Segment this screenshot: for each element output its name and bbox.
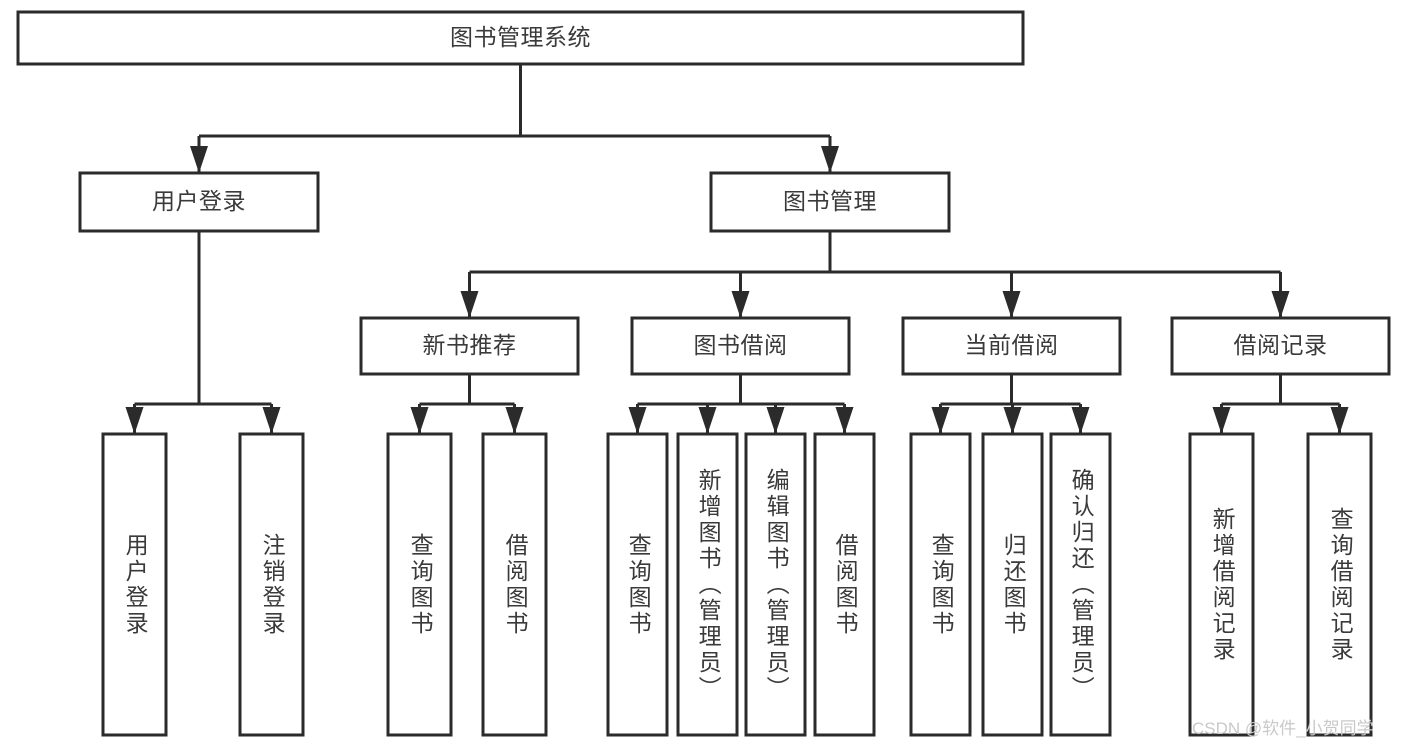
arrow-head — [125, 407, 144, 434]
node-box-leaf-logout[interactable] — [238, 432, 305, 737]
node-box-leaf-add-record[interactable] — [1188, 432, 1255, 737]
csdn-watermark: CSDN @软件_小贺同学 — [1192, 719, 1374, 738]
arrow-head — [262, 407, 281, 434]
arrow-head — [1002, 291, 1021, 318]
node-box-new-book-recommend[interactable] — [359, 316, 580, 376]
arrow-head — [1271, 291, 1290, 318]
arrow-head — [1003, 407, 1022, 434]
arrow-head — [931, 407, 950, 434]
arrow-head — [731, 291, 750, 318]
node-box-book-manage[interactable] — [709, 171, 951, 233]
node-box-current-borrow[interactable] — [901, 316, 1122, 376]
arrow-head — [628, 407, 647, 434]
arrow-head — [766, 407, 785, 434]
node-box-leaf-query-book-1[interactable] — [386, 432, 453, 737]
arrow-head — [505, 407, 524, 434]
node-box-leaf-query-book-2[interactable] — [606, 432, 669, 737]
node-box-leaf-borrow-book-1[interactable] — [481, 432, 548, 737]
node-box-leaf-borrow-book-2[interactable] — [813, 432, 876, 737]
node-box-root[interactable] — [16, 10, 1025, 66]
arrow-head — [698, 407, 717, 434]
arrow-head — [460, 291, 479, 318]
arrow-head — [190, 146, 208, 173]
arrow-head — [835, 407, 854, 434]
node-box-leaf-user-login[interactable] — [101, 432, 168, 737]
node-box-book-borrow[interactable] — [630, 316, 851, 376]
box-layer — [16, 10, 1391, 737]
arrow-head — [1071, 407, 1090, 434]
connector-layer — [125, 64, 1349, 434]
arrow-head — [1330, 407, 1349, 434]
node-box-leaf-query-record[interactable] — [1306, 432, 1373, 737]
node-box-user-login[interactable] — [78, 171, 320, 233]
node-box-leaf-return-book[interactable] — [981, 432, 1044, 737]
node-box-leaf-edit-book[interactable] — [744, 432, 807, 737]
arrow-head — [821, 146, 839, 173]
node-box-leaf-query-book-3[interactable] — [909, 432, 972, 737]
arrow-head — [1212, 407, 1231, 434]
arrow-head — [410, 407, 429, 434]
node-box-borrow-record[interactable] — [1170, 316, 1391, 376]
node-box-leaf-add-book[interactable] — [676, 432, 739, 737]
node-box-leaf-confirm-return[interactable] — [1049, 432, 1112, 737]
